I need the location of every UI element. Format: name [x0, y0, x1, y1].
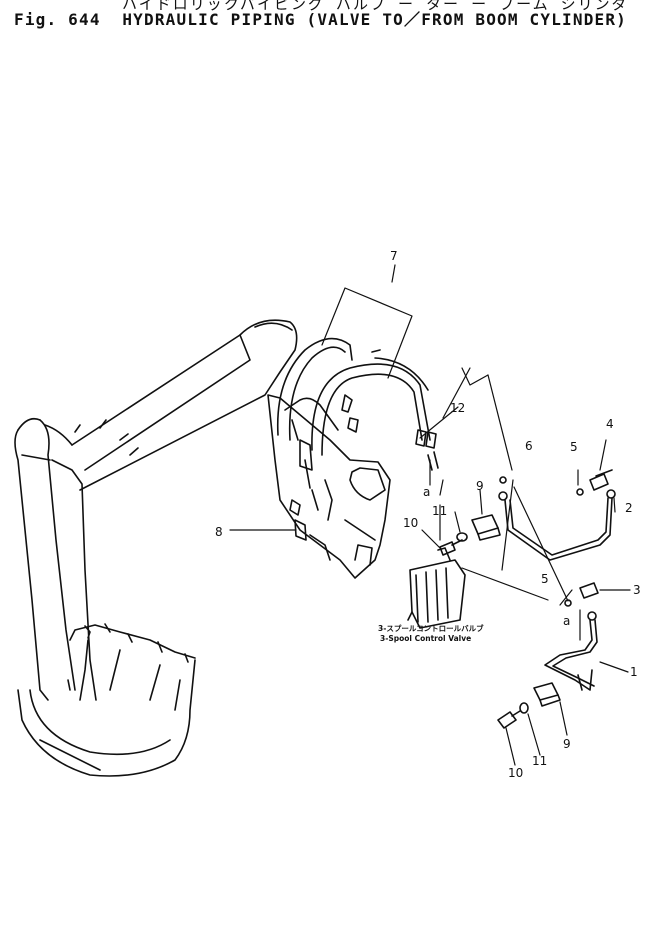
boom-arm-drawing	[14, 319, 298, 777]
leader-lines	[229, 264, 631, 766]
clamps-bolts-drawing	[439, 469, 616, 729]
callout-8: 8	[215, 525, 223, 539]
callout-5-lower: 5	[541, 572, 549, 586]
callout-10-upper: 10	[403, 516, 418, 530]
figure-title-text: HYDRAULIC PIPING (VALVE TO／FROM BOOM CYL…	[122, 10, 628, 29]
part-callouts: 7 12 6 5 4 2 8 9 a 11 10 5 3 a 1 9 11 10	[215, 249, 641, 780]
callout-2: 2	[625, 501, 633, 515]
callout-12: 12	[450, 401, 465, 415]
ref-a-lower: a	[563, 614, 570, 628]
hose-assembly-drawing	[276, 337, 439, 471]
valve-caption: 3-スプールコントロールバルブ 3-Spool Control Valve	[378, 623, 484, 643]
control-valve-drawing	[407, 547, 466, 629]
callout-1: 1	[630, 665, 638, 679]
callout-6: 6	[525, 439, 533, 453]
callout-5-upper: 5	[570, 440, 578, 454]
callout-4: 4	[606, 417, 614, 431]
ref-a-upper: a	[423, 485, 430, 499]
boom-bracket-drawing	[267, 394, 391, 579]
callout-11-lower: 11	[532, 754, 547, 768]
callout-7: 7	[390, 249, 398, 263]
callout-9-lower: 9	[563, 737, 571, 751]
callout-9-upper: 9	[476, 479, 484, 493]
callout-10-lower: 10	[508, 766, 523, 780]
figure-number: Fig. 644	[14, 10, 101, 29]
japanese-title: ハイドロリックパイピング バルブ ー ター ー ブーム シリンダ	[122, 0, 629, 13]
valve-caption-english: 3-Spool Control Valve	[380, 634, 471, 643]
callout-11-upper: 11	[432, 504, 447, 518]
callout-3: 3	[633, 583, 641, 597]
figure-title: Fig. 644 HYDRAULIC PIPING (VALVE TO／FROM…	[14, 6, 648, 30]
valve-caption-japanese: 3-スプールコントロールバルブ	[378, 623, 484, 633]
